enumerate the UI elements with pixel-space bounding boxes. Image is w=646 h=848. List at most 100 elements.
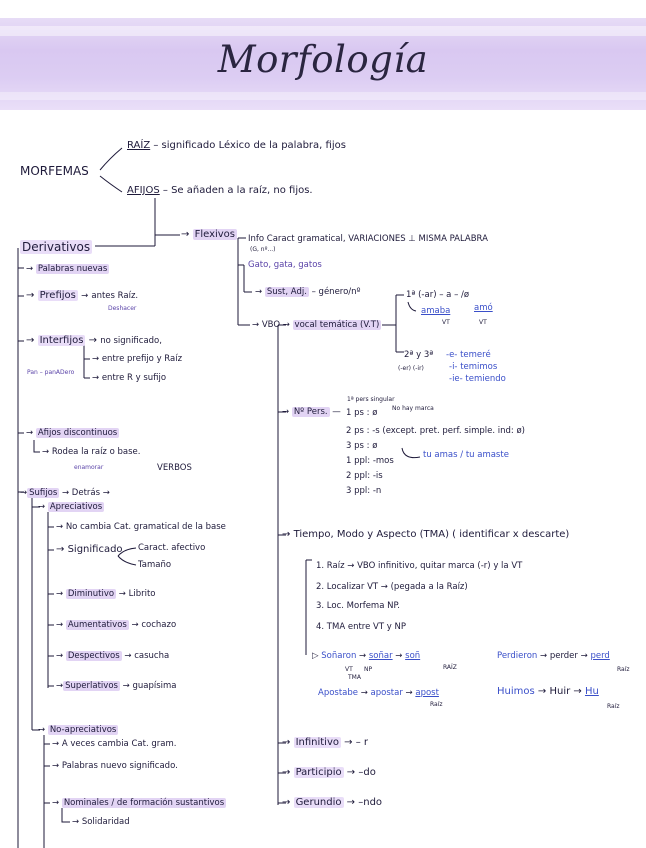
conj-1: 1ª (-ar) – a – /ø (406, 290, 470, 300)
vt-note-1: VT (442, 319, 450, 326)
apreciativos-label: → Apreciativos (38, 502, 105, 512)
flexivos-example: Gato, gata, gatos (248, 260, 322, 270)
tma-step-2: 2. Localizar VT → (pegada a la Raíz) (316, 582, 468, 592)
gerundio-row: → Gerundio → –ndo (282, 797, 383, 808)
flexivos-label: → Flexivos (181, 229, 238, 240)
tma-heading-text: Tiempo, Modo y Aspecto (TMA) ( identific… (293, 529, 570, 540)
person-3p: 3 ppl: -n (346, 486, 382, 496)
person-3s: 3 ps : ø (346, 441, 378, 451)
afijos-label: AFIJOS – Se añaden a la raíz, no fijos. (127, 185, 313, 197)
gerundio-text: Gerundio (293, 797, 344, 808)
perd-word: perd (590, 651, 610, 661)
amaba-example: amaba (421, 306, 451, 316)
perdieron-word: Perdieron (497, 651, 538, 661)
prefijos-text: Prefijos (37, 290, 78, 301)
sufijos-text: Sufijos (27, 488, 60, 498)
perder-word: perder (549, 651, 578, 661)
deshacer-example: Deshacer (108, 305, 137, 312)
cochazo-text: cochazo (141, 620, 177, 630)
participio-suffix: –do (358, 767, 376, 778)
afijos-definition: – Se añaden a la raíz, no fijos. (162, 185, 313, 196)
participio-text: Participio (293, 767, 344, 778)
person-2s: 2 ps : -s (except. pret. perf. simple. i… (346, 426, 525, 436)
title-banner (0, 18, 646, 110)
apreciativos-text: Apreciativos (47, 502, 105, 512)
person-1p: 1 ppl: -mos (346, 456, 394, 466)
significado-label: → Significado (56, 544, 123, 555)
entre-prefijo: → entre prefijo y Raíz (92, 354, 183, 364)
sust-adj-label: → Sust, Adj. – género/nº (255, 287, 361, 297)
librito-text: Librito (128, 589, 156, 599)
hu-word: Hu (584, 686, 599, 697)
diminutivo-text: Diminutivo (65, 589, 117, 599)
infinitivo-row: → Infinitivo → – r (282, 737, 369, 748)
no-cambia: → No cambia Cat. gramatical de la base (56, 522, 226, 532)
no-cambia-text: No cambia Cat. gramatical de la base (65, 522, 226, 532)
enamorar-example: enamorar (74, 464, 104, 471)
person-2p: 2 ppl: -is (346, 471, 383, 481)
huimos-example: Huimos → Huir → Hu (497, 686, 599, 697)
tamano-label: Tamaño (138, 560, 172, 570)
panadero-example: Pan – panADero (27, 369, 75, 376)
derivativos-label: Derivativos (20, 240, 93, 254)
sonaron-np-label: NP (364, 666, 373, 673)
person-1s: 1 ps : ø (346, 408, 378, 418)
tma-step-4: 4. TMA entre VT y NP (316, 622, 406, 632)
no-hay-marca-note: No hay marca (392, 405, 434, 412)
guapisima-text: guapísima (132, 681, 177, 691)
flexivos-info-2: (G, nº...) (250, 246, 276, 253)
huir-word: Huir (549, 686, 571, 697)
tma-step-1: 1. Raíz → VBO infinitivo, quitar marca (… (316, 561, 523, 571)
page-title: Morfología (217, 38, 429, 81)
diminutivo-row: → Diminutivo → Librito (56, 589, 156, 599)
raiz-definition: – significado Léxico de la palabra, fijo… (153, 140, 346, 151)
sonaron-example: ▷ Soñaron → soñar → soñ (312, 651, 421, 661)
afijos-term: AFIJOS (127, 185, 160, 196)
tma-heading: → Tiempo, Modo y Aspecto (TMA) ( identif… (282, 529, 570, 540)
superlativos-text: Superlativos (63, 681, 120, 691)
amo-example: amó (474, 303, 493, 313)
derivativos-text: Derivativos (20, 240, 93, 254)
vbo-label: → VBO → vocal temática (V.T) (252, 320, 382, 330)
nominales-text: Nominales / de formación sustantivos (61, 798, 227, 808)
apostar-word: apostar (370, 688, 403, 698)
no-apreciativos-text: No-apreciativos (47, 725, 119, 735)
no-apreciativos-label: → No-apreciativos (38, 725, 119, 735)
significado-text: Significado (67, 544, 123, 555)
morfemas-label: MORFEMAS (20, 164, 89, 178)
no-significado-text: no significado, (100, 336, 162, 346)
sonaron-vt-label: VT (345, 666, 353, 673)
flexivos-text: Flexivos (192, 229, 238, 240)
a-veces-text: A veces cambia Cat. gram. (61, 739, 177, 749)
apostabe-example: Apostabe → apostar → apost (318, 688, 439, 698)
solidaridad-text: Solidaridad (81, 817, 130, 827)
gerundio-suffix: –ndo (358, 797, 383, 808)
huimos-raiz-label: Raíz (607, 703, 620, 710)
despectivos-text: Despectivos (65, 651, 122, 661)
nper-text: Nº Pers. (291, 407, 330, 417)
sonar-word: soñar (368, 651, 393, 661)
antes-raiz-text: antes Raíz. (91, 291, 139, 301)
infinitivo-suffix: – r (355, 737, 369, 748)
entre-prefijo-text: entre prefijo y Raíz (101, 354, 183, 364)
perdieron-example: Perdieron → perder → perd (497, 651, 610, 661)
flexivos-info: Info Caract gramatical, VARIACIONES ⊥ MI… (248, 234, 488, 244)
amas-example: tu amas / tu amaste (423, 450, 509, 460)
conj-ie-example: -ie- temiendo (449, 374, 506, 384)
interfijos-label: → Interfijos → no significado, (26, 335, 162, 346)
afijos-discontinuos: → Afijos discontinuos (26, 428, 120, 438)
solidaridad-row: → Solidaridad (72, 817, 130, 827)
casucha-text: casucha (134, 651, 170, 661)
apost-word: apost (415, 688, 439, 698)
genero-text: – género/nº (311, 287, 361, 297)
son-word: soñ (405, 651, 421, 661)
apostabe-word: Apostabe (318, 688, 359, 698)
aumentativos-row: → Aumentativos → cochazo (56, 620, 177, 630)
rodea-raiz-text: Rodea la raíz o base. (51, 447, 141, 457)
singular-note: 1ª pers singular (347, 396, 395, 403)
conj-2-3: 2ª y 3ª (404, 350, 434, 360)
prefijos-label: → Prefijos → antes Raíz. (26, 290, 139, 301)
conj-i-example: -i- temimos (449, 362, 498, 372)
vt-note-2: VT (479, 319, 487, 326)
numero-persona-label: → Nº Pers. — (282, 407, 341, 417)
